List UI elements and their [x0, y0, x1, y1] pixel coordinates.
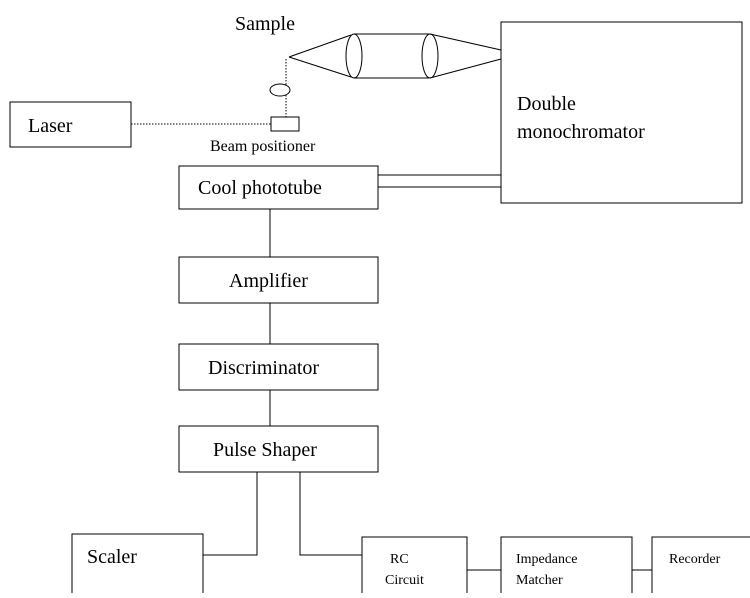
amplifier-box [178, 256, 379, 304]
recorder-box [651, 536, 750, 593]
focusing-lens [269, 83, 291, 97]
impedance-matcher-box [500, 536, 633, 593]
wire-pulse-shaper-rc-circuit [299, 472, 362, 556]
collection-optics [288, 33, 502, 79]
optics-cone-right-bottom [429, 58, 502, 79]
double-monochromator-label-line2: monochromator [517, 121, 645, 143]
discriminator-box [178, 343, 379, 391]
pulse-shaper-box [178, 425, 379, 473]
lens-1 [345, 33, 363, 79]
optics-cone-left-bottom [288, 56, 352, 78]
discriminator-label: Discriminator [208, 357, 319, 379]
rc-circuit-box [361, 536, 468, 593]
pulse-shaper-label: Pulse Shaper [213, 439, 317, 461]
optics-cone-left-top [288, 34, 352, 58]
recorder-label: Recorder [669, 552, 721, 567]
sample-label: Sample [235, 13, 295, 35]
double-monochromator-label-line1: Double [517, 93, 576, 115]
cool-phototube-label: Cool phototube [198, 177, 322, 199]
laser-box [9, 101, 132, 148]
rc-circuit-label-line1: RC [390, 552, 409, 567]
impedance-matcher-label-line2: Matcher [516, 573, 563, 588]
beam-positioner-label: Beam positioner [210, 138, 316, 155]
optics-cone-right-top [429, 33, 502, 51]
laser-label: Laser [28, 115, 73, 137]
impedance-matcher-label-line1: Impedance [516, 552, 577, 567]
double-monochromator-box [500, 21, 743, 204]
cool-phototube-box [178, 165, 379, 210]
rc-circuit-label-line2: Circuit [385, 573, 424, 588]
amplifier-label: Amplifier [229, 270, 308, 292]
wire-pulse-shaper-scaler [203, 472, 258, 556]
scaler-label: Scaler [87, 546, 137, 568]
lens-2 [421, 33, 439, 79]
beam-positioner-box [270, 116, 300, 132]
scaler-box [71, 533, 204, 593]
